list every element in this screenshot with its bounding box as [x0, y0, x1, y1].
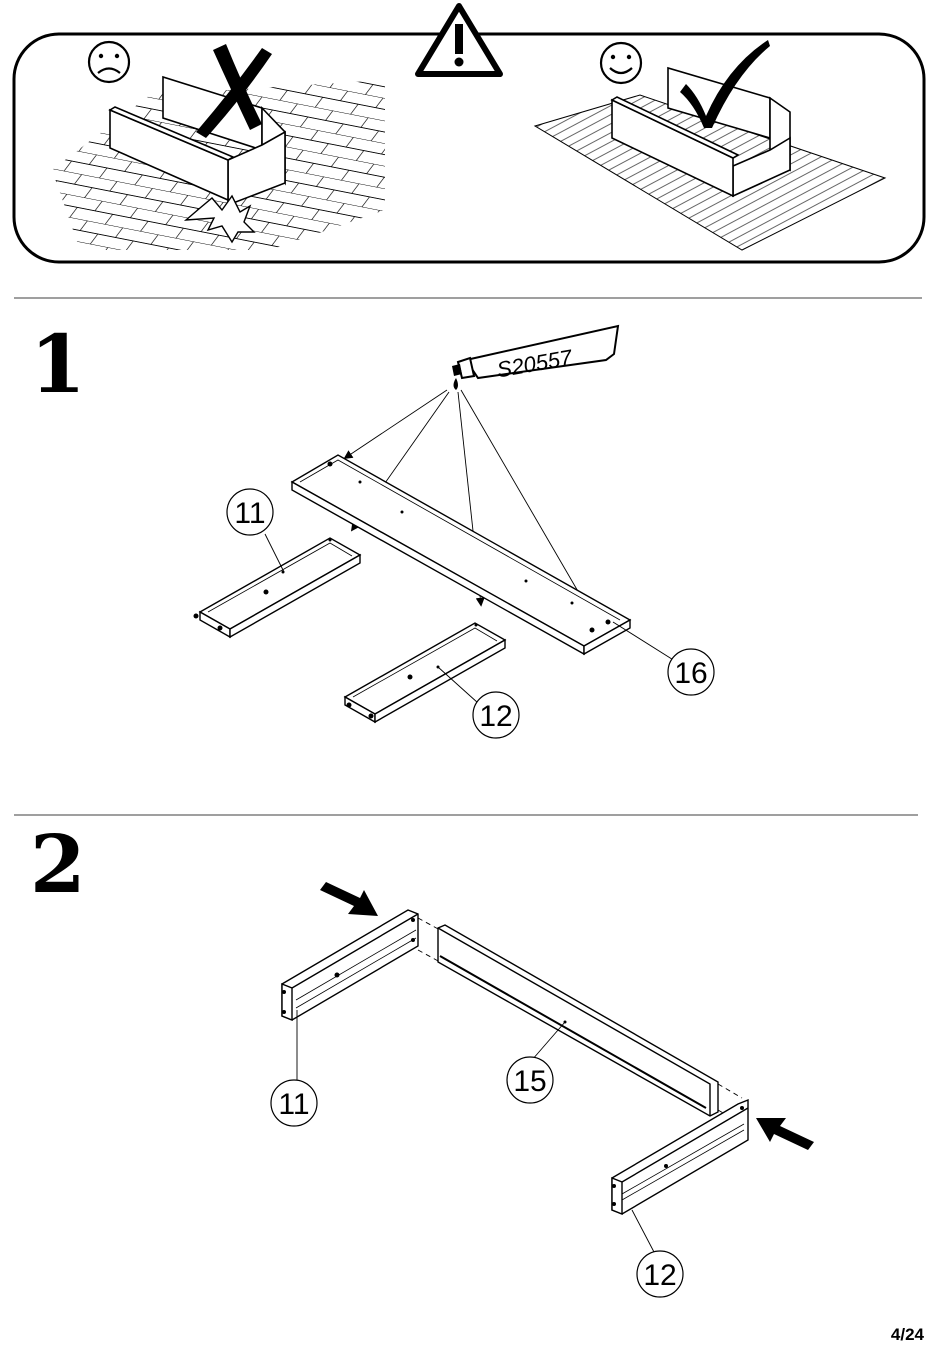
bad-example-illustration	[52, 44, 385, 250]
sad-face-icon	[89, 42, 129, 82]
push-arrow-left-icon	[320, 882, 378, 916]
panel-11	[282, 910, 418, 1020]
glue-tube: S20557	[452, 326, 618, 390]
page-number: 4/24	[891, 1325, 924, 1345]
step-2-number: 2	[30, 817, 86, 911]
part-callout-16: 16	[668, 649, 714, 695]
part-callout-11: 11	[227, 489, 273, 535]
step-2: 2	[30, 817, 814, 1297]
part-callout-12: 12	[473, 692, 519, 738]
svg-text:16: 16	[674, 657, 707, 690]
svg-text:12: 12	[479, 700, 512, 733]
part-callout-11: 11	[271, 1080, 317, 1126]
push-arrow-right-icon	[756, 1118, 814, 1150]
svg-text:11: 11	[278, 1088, 309, 1121]
glue-drop-icon	[454, 378, 459, 390]
part-callout-15: 15	[507, 1057, 553, 1103]
part-callout-12: 12	[637, 1251, 683, 1297]
panel-15	[438, 925, 718, 1116]
step-1-number: 1	[30, 317, 86, 411]
svg-text:12: 12	[643, 1259, 676, 1292]
good-example-illustration	[535, 40, 885, 250]
smiley-face-icon	[601, 43, 641, 83]
step-1: 1 S20557	[30, 317, 714, 738]
svg-text:15: 15	[513, 1065, 546, 1098]
warning-panel	[14, 6, 924, 262]
warning-triangle-icon	[418, 6, 500, 74]
board-11	[194, 538, 361, 637]
panel-12	[612, 1100, 748, 1214]
svg-text:11: 11	[234, 497, 265, 530]
